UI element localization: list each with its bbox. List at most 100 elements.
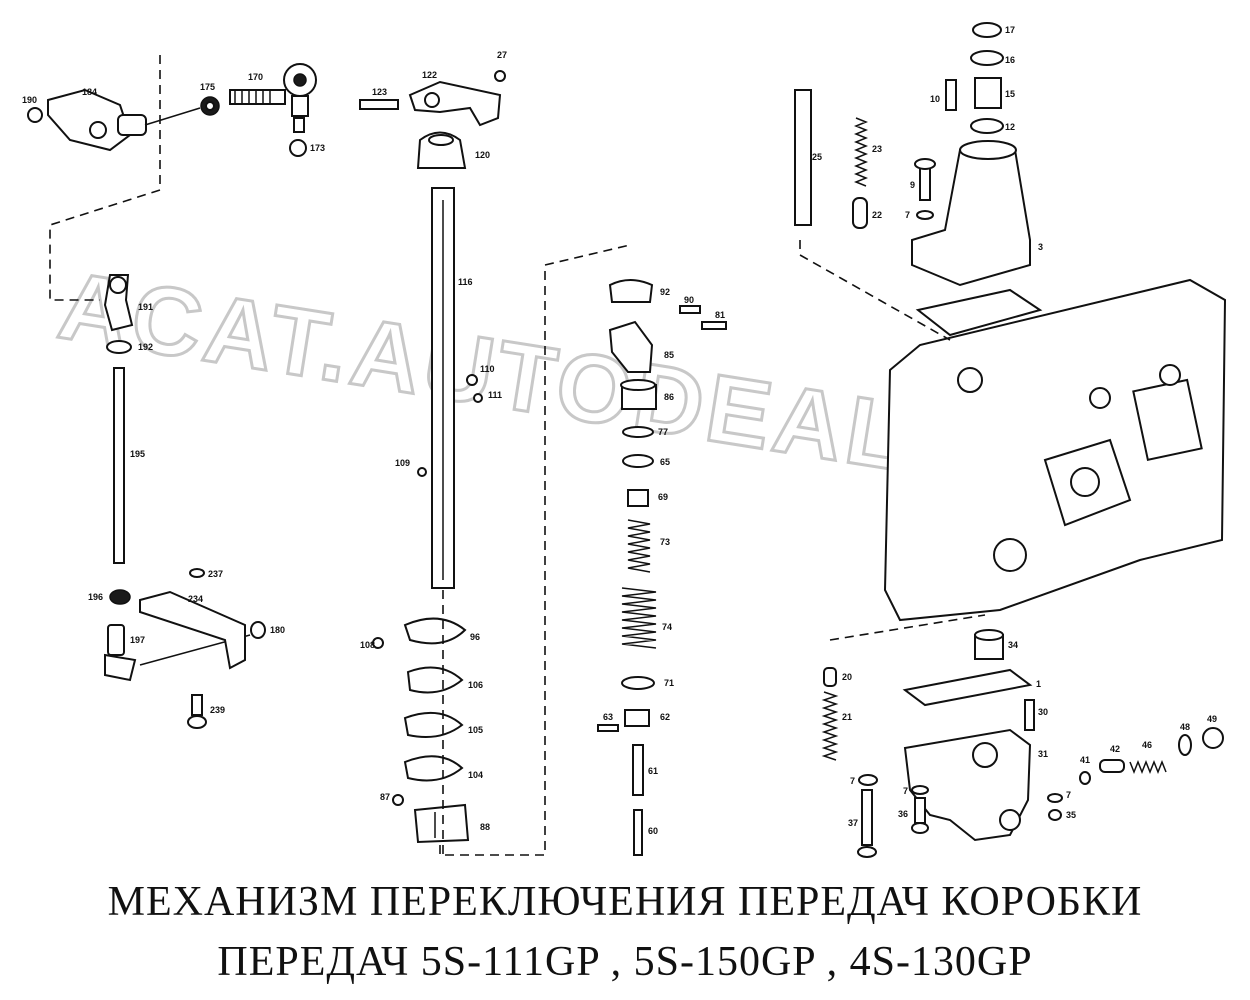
nut-35: [1048, 809, 1062, 821]
bolt-37: [861, 789, 873, 846]
callout-labels: 190 184 175 170 173 191 192 195 196 197 …: [22, 25, 1217, 836]
bushing-69: [627, 489, 649, 507]
housing-cover-plate: [1132, 378, 1203, 462]
housing-port: [1089, 387, 1111, 409]
callout-86: 86: [664, 392, 674, 402]
plunger-22: [852, 197, 868, 229]
callout-120: 120: [475, 150, 490, 160]
cam-92: [608, 279, 654, 303]
spring-81: [701, 321, 727, 330]
gearbox-housing: [883, 278, 1227, 622]
gearshift-mechanism-exploded-diagram: ACAT.AUTODEALER.RU: [22, 22, 1233, 858]
washer-7-center: [911, 785, 929, 795]
callout-190: 190: [22, 95, 37, 105]
stud-30: [1024, 699, 1035, 731]
cap-17: [972, 22, 1002, 38]
callout-192: 192: [138, 342, 153, 352]
callout-37: 37: [848, 818, 858, 828]
callout-108: 108: [360, 640, 375, 650]
cover-3-top: [959, 140, 1017, 160]
washer-65: [622, 454, 654, 468]
housing-lower-port: [993, 538, 1027, 572]
ball-41: [1079, 771, 1091, 785]
pin-111: [473, 393, 483, 403]
pin-27: [494, 70, 506, 82]
washer-7: [916, 210, 934, 220]
ball-109: [417, 467, 427, 477]
callout-196: 196: [88, 592, 103, 602]
callout-7-center: 7: [903, 786, 908, 796]
callout-105: 105: [468, 725, 483, 735]
callout-23: 23: [872, 144, 882, 154]
callout-36: 36: [898, 809, 908, 819]
callout-35: 35: [1066, 810, 1076, 820]
callout-116: 116: [458, 277, 473, 287]
lever-197-body: [104, 653, 137, 682]
sleeve-15: [974, 77, 1002, 109]
callout-239: 239: [210, 705, 225, 715]
screw-173-shank: [293, 117, 305, 133]
callout-7-top: 7: [905, 210, 910, 220]
callout-122: 122: [422, 70, 437, 80]
callout-109: 109: [395, 458, 410, 468]
callout-81: 81: [715, 310, 725, 320]
callout-41: 41: [1080, 755, 1090, 765]
housing-logo-badge: [1159, 364, 1181, 386]
pin-61: [632, 744, 644, 796]
callout-7-left: 7: [850, 776, 855, 786]
bolt-9: [919, 164, 931, 201]
callout-20: 20: [842, 672, 852, 682]
callout-61: 61: [648, 766, 658, 776]
callout-16: 16: [1005, 55, 1015, 65]
plunger-42: [1099, 759, 1125, 773]
callout-10: 10: [930, 94, 940, 104]
caption-line-1: МЕХАНИЗМ ПЕРЕКЛЮЧЕНИЯ ПЕРЕДАЧ КОРОБКИ: [107, 879, 1143, 925]
bracket-234: [139, 590, 246, 670]
callout-62: 62: [660, 712, 670, 722]
callout-87: 87: [380, 792, 390, 802]
bolt-9-head: [914, 158, 936, 170]
callout-77: 77: [658, 427, 668, 437]
washer-7-left: [858, 774, 878, 786]
pin-90: [679, 305, 701, 314]
ring-16: [970, 50, 1004, 66]
sleeve-86-top: [620, 379, 656, 391]
lever-122-hole: [424, 92, 440, 108]
callout-106: 106: [468, 680, 483, 690]
detent-85: [608, 320, 654, 373]
ring-48: [1178, 734, 1192, 756]
callout-48: 48: [1180, 722, 1190, 732]
callout-180: 180: [270, 625, 285, 635]
ring-110: [466, 374, 478, 386]
selector-plate-96: [403, 617, 467, 645]
callout-88: 88: [480, 822, 490, 832]
axis-line-184: [144, 107, 201, 126]
callout-65: 65: [660, 457, 670, 467]
callout-175: 175: [200, 82, 215, 92]
callout-195: 195: [130, 449, 145, 459]
bushing-34-top: [974, 629, 1004, 641]
callout-173: 173: [310, 143, 325, 153]
flange-boss: [117, 114, 147, 136]
bolt-36: [914, 797, 926, 824]
callout-15: 15: [1005, 89, 1015, 99]
selector-plate-106: [406, 666, 464, 694]
callout-96: 96: [470, 632, 480, 642]
washer-237: [189, 568, 205, 578]
center-shift-shaft-group: [359, 70, 631, 856]
housing-top-port: [957, 367, 983, 393]
guide-block-88: [413, 803, 470, 844]
spring-23: [853, 117, 869, 187]
nut-196: [109, 589, 131, 605]
rod-dashed-connector: [799, 240, 951, 341]
washer-77: [622, 426, 654, 438]
rod-25: [794, 89, 812, 226]
gasket-1: [902, 668, 1033, 707]
ball-joint-center: [293, 73, 307, 87]
callout-1: 1: [1036, 679, 1041, 689]
bolt-123: [359, 99, 399, 110]
callout-90: 90: [684, 295, 694, 305]
callout-191: 191: [138, 302, 153, 312]
callout-197: 197: [130, 635, 145, 645]
selector-plate-104: [403, 755, 464, 782]
